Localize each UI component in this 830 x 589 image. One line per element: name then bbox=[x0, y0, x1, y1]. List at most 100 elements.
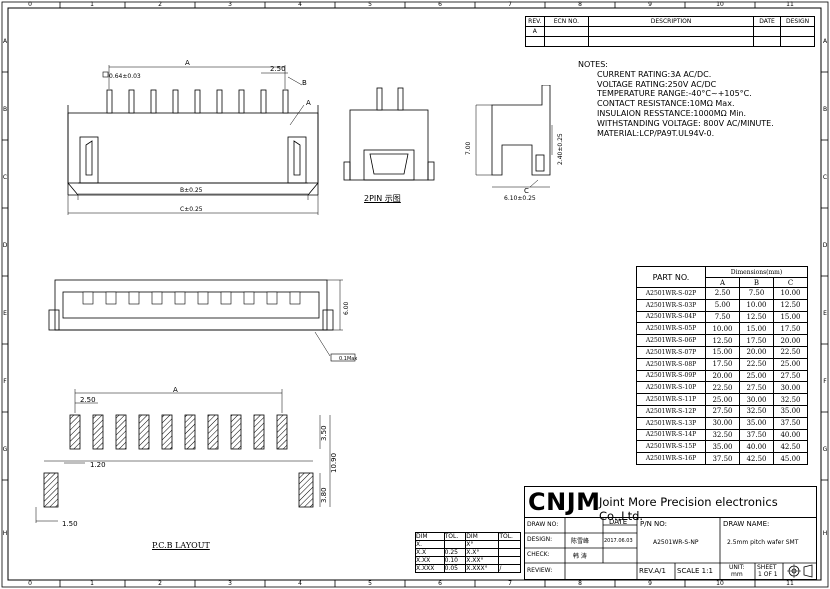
designer-name: 陈雪峰 bbox=[571, 538, 590, 545]
dimension-cell-b: 35.00 bbox=[739, 416, 774, 430]
notes-title: NOTES: bbox=[578, 60, 608, 69]
zone-number-bottom: 1 bbox=[90, 580, 94, 587]
zone-letter: E bbox=[823, 310, 827, 317]
dimension-cell-b: 12.50 bbox=[739, 310, 774, 324]
pcb-mount-width: 1.50 bbox=[62, 520, 78, 528]
tol-dim-header-2: DIM bbox=[465, 532, 500, 541]
dimension-cell-a: 30.00 bbox=[705, 416, 740, 430]
dimension-cell-b: 30.00 bbox=[739, 393, 774, 406]
zone-letter: E bbox=[3, 310, 7, 317]
revision-value: REV.A/1 bbox=[639, 567, 666, 575]
pcb-layout: A 2.50 1.20 3.50 10.90 3.80 1.50 bbox=[35, 386, 338, 528]
revision-block: REV. ECN NO. DESCRIPTION DATE DESIGN A bbox=[525, 16, 815, 47]
side-label-c: C bbox=[524, 187, 529, 195]
dimension-cell-part: A2501WR-S-06P bbox=[636, 334, 706, 347]
zone-number-bottom: 2 bbox=[158, 580, 162, 587]
dimension-cell-a: 12.50 bbox=[705, 334, 740, 347]
dimension-cell-b: 40.00 bbox=[739, 440, 774, 454]
ecn-header: ECN NO. bbox=[543, 16, 590, 27]
tolerance-cell: 0.10 bbox=[443, 556, 467, 565]
tolerance-cell bbox=[443, 540, 467, 549]
front-dim-a: A bbox=[185, 59, 190, 67]
tol-header: TOL. bbox=[443, 532, 467, 541]
zone-number-bottom: 4 bbox=[298, 580, 302, 587]
dimension-cell-part: A2501WR-S-11P bbox=[636, 393, 706, 406]
dimension-cell-part: A2501WR-S-16P bbox=[636, 452, 706, 465]
zone-number-bottom: 9 bbox=[648, 580, 652, 587]
zone-number-top: 10 bbox=[716, 1, 724, 8]
dimension-cell-part: A2501WR-S-02P bbox=[636, 287, 706, 300]
dimension-cell-c: 15.00 bbox=[773, 310, 808, 324]
zone-letter: A bbox=[2, 38, 8, 45]
zone-number-bottom: 7 bbox=[508, 580, 512, 587]
notes: NOTES: CURRENT RATING:3A AC/DC. VOLTAGE … bbox=[578, 60, 774, 138]
front-label-a: A bbox=[306, 99, 311, 107]
zone-letter: A bbox=[822, 38, 828, 45]
tolerance-cell bbox=[498, 556, 521, 565]
dimension-cell-c: 42.50 bbox=[773, 440, 808, 454]
note-insulation: INSULAION RESSTANCE:1000MΩ Min. bbox=[597, 108, 747, 118]
zone-letter: B bbox=[2, 106, 8, 113]
zone-number-top: 11 bbox=[786, 1, 794, 8]
zone-letter: B bbox=[822, 106, 828, 113]
draw-name-label: DRAW NAME: bbox=[723, 520, 770, 528]
col-a-header: A bbox=[705, 277, 740, 288]
tolerance-cell: / bbox=[498, 564, 521, 573]
ecn-value bbox=[543, 26, 590, 37]
dimension-cell-b: 25.00 bbox=[739, 369, 774, 383]
zone-number-top: 6 bbox=[438, 1, 442, 8]
dimension-cell-part: A2501WR-S-14P bbox=[636, 428, 706, 442]
dimension-cell-part: A2501WR-S-10P bbox=[636, 381, 706, 395]
design-label: DESIGN: bbox=[527, 536, 553, 543]
dimension-cell-c: 27.50 bbox=[773, 369, 808, 383]
design-header: DESIGN bbox=[780, 16, 815, 27]
col-b-header: B bbox=[739, 277, 774, 288]
dimension-cell-c: 37.50 bbox=[773, 416, 808, 430]
note-voltage: VOLTAGE RATING:250V AC/DC bbox=[597, 79, 717, 89]
pin-dimension-label: 0.64±0.03 bbox=[109, 73, 141, 80]
dimension-cell-part: A2501WR-S-05P bbox=[636, 322, 706, 336]
zone-number-bottom: 11 bbox=[786, 580, 794, 587]
dimension-cell-c: 45.00 bbox=[773, 452, 808, 465]
zone-letter: H bbox=[822, 530, 828, 537]
date-value: 2017.06.03 bbox=[604, 538, 633, 544]
zone-number-bottom: 3 bbox=[228, 580, 232, 587]
dimension-cell-c: 10.00 bbox=[773, 287, 808, 300]
dimension-cell-part: A2501WR-S-03P bbox=[636, 298, 706, 312]
dimension-cell-part: A2501WR-S-07P bbox=[636, 345, 706, 359]
dimension-cell-a: 32.50 bbox=[705, 428, 740, 442]
front-view: 0.64±0.03 A 2.50 B A B±0.25 C±0.25 bbox=[67, 59, 319, 215]
dimension-cell-a: 20.00 bbox=[705, 369, 740, 383]
tol-dim-header: DIM bbox=[415, 532, 445, 541]
tolerance-cell: X.X bbox=[415, 548, 445, 557]
tolerance-cell bbox=[498, 540, 521, 549]
draw-name-value: 2.5mm pitch wafer SMT bbox=[727, 539, 799, 546]
zone-letter: G bbox=[822, 446, 828, 453]
front-label-b: B bbox=[302, 79, 307, 87]
dimensions-header: Dimensions(mm) bbox=[705, 266, 808, 278]
title-grid bbox=[525, 517, 816, 579]
zone-letter: G bbox=[2, 446, 8, 453]
dimension-cell-part: A2501WR-S-04P bbox=[636, 310, 706, 324]
sheet-label: SHEET bbox=[757, 564, 777, 571]
dimension-cell-a: 5.00 bbox=[705, 298, 740, 312]
pcb-caption: P.C.B LAYOUT bbox=[152, 541, 210, 550]
flatness-label: 0.1Max bbox=[339, 356, 357, 362]
dimension-cell-a: 10.00 bbox=[705, 322, 740, 336]
dimension-cell-a: 25.00 bbox=[705, 393, 740, 406]
unit-label: UNIT: bbox=[729, 564, 745, 571]
dimension-cell-c: 22.50 bbox=[773, 345, 808, 359]
part-no-header: PART NO. bbox=[636, 266, 706, 288]
description-header: DESCRIPTION bbox=[588, 16, 754, 27]
zone-number-bottom: 10 bbox=[716, 580, 724, 587]
pcb-dim-a: A bbox=[173, 386, 178, 394]
